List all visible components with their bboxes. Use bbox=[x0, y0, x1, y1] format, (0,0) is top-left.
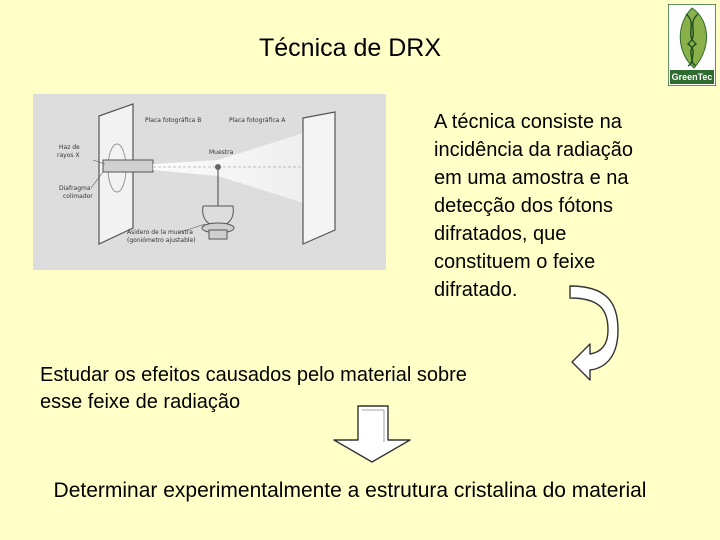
sample bbox=[215, 164, 221, 170]
label-diaphragm-1: Diafragma bbox=[59, 185, 91, 192]
description-line: constituem o feixe bbox=[434, 251, 596, 273]
label-plate-a: Placa fotográfica A bbox=[229, 117, 286, 124]
greentec-logo: GreenTec bbox=[668, 4, 716, 86]
xrd-diagram: Placa fotográfica B Placa fotográfica A … bbox=[33, 94, 386, 270]
study-line: Estudar os efeitos causados pelo materia… bbox=[40, 364, 467, 386]
description-line: incidência da radiação bbox=[434, 139, 634, 161]
label-holder-1: Asidero de la muestra bbox=[127, 229, 193, 236]
down-arrow-icon bbox=[333, 405, 411, 463]
study-statement: Estudar os efeitos causados pelo materia… bbox=[40, 362, 600, 416]
description-line: em uma amostra e na bbox=[434, 167, 629, 189]
leaf-icon bbox=[679, 7, 707, 69]
description-line: difratado. bbox=[434, 279, 518, 301]
plate-b bbox=[98, 103, 134, 245]
label-beam-1: Haz de bbox=[59, 144, 80, 151]
label-sample: Muestra bbox=[209, 149, 234, 156]
description-line: A técnica consiste na bbox=[434, 111, 622, 133]
label-beam-2: rayos X bbox=[57, 152, 80, 159]
collimator bbox=[102, 159, 154, 173]
label-plate-b: Placa fotográfica B bbox=[145, 117, 201, 124]
technique-description: A técnica consiste na incidência da radi… bbox=[434, 108, 714, 304]
description-line: detecção dos fótons bbox=[434, 195, 614, 217]
conclusion-text: Determinar experimentalmente a estrutura… bbox=[53, 479, 647, 502]
label-diaphragm-2: colimador bbox=[63, 193, 93, 200]
slide-title: Técnica de DRX bbox=[258, 34, 442, 62]
logo-text: GreenTec bbox=[672, 72, 713, 82]
plate-a bbox=[302, 111, 336, 245]
description-line: difratados, que bbox=[434, 223, 567, 245]
study-line: esse feixe de radiação bbox=[40, 391, 241, 413]
label-holder-2: (goniómetro ajustable) bbox=[127, 237, 196, 244]
curved-arrow-icon bbox=[569, 285, 619, 381]
xray-beam bbox=[153, 130, 313, 206]
